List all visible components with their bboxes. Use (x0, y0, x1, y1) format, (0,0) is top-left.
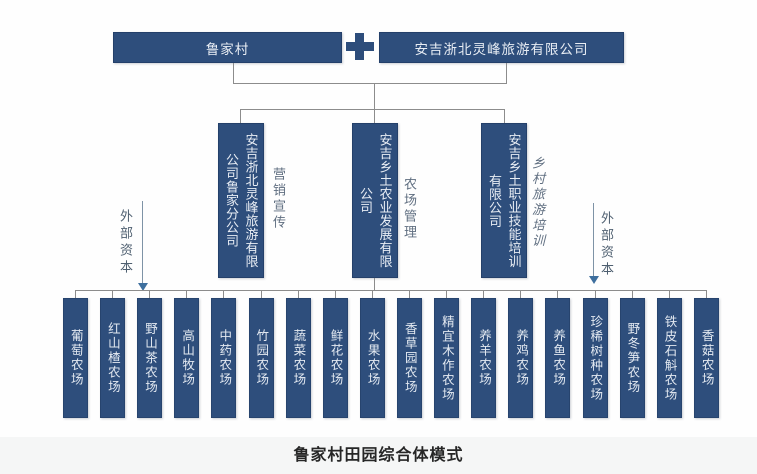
label-rural-tourism-training: 乡村旅游培训 (530, 156, 545, 249)
farm-box: 铁皮石斛农场 (656, 290, 682, 418)
connector-line (506, 63, 507, 83)
farm-box: 高山牧场 (174, 290, 200, 418)
connector-line (504, 109, 505, 123)
external-capital-right-label: 外部资本 (599, 211, 614, 279)
connector-line (374, 83, 375, 109)
bottom-band (0, 437, 757, 474)
mid-box-training-company-text: 安吉乡土职业技能培训 有限公司 (487, 133, 522, 268)
connector-line (374, 278, 375, 290)
farm-box: 葡萄农场 (63, 290, 88, 418)
mid-box-training-company: 安吉乡土职业技能培训 有限公司 (481, 123, 527, 278)
external-capital-arrow-right (593, 203, 594, 276)
farm-box: 香菇农场 (693, 290, 719, 418)
connector-line (233, 63, 234, 83)
farm-box: 中药农场 (211, 290, 237, 418)
farm-box: 香草园农场 (396, 290, 422, 418)
farm-box: 珍稀树种农场 (582, 290, 608, 418)
diagram-title: 鲁家村田园综合体模式 (293, 447, 464, 464)
arrow-down-icon (138, 283, 148, 291)
farm-box: 水果农场 (359, 290, 385, 418)
connector-line (233, 83, 507, 84)
farm-box: 野冬笋农场 (619, 290, 645, 418)
top-box-village-label: 鲁家村 (205, 41, 250, 57)
top-box-company-label: 安吉浙北灵峰旅游有限公司 (414, 41, 589, 57)
connector-line (240, 109, 505, 110)
arrow-down-icon (589, 276, 599, 284)
external-capital-arrow-left (142, 201, 143, 283)
farm-box: 野山茶农场 (137, 290, 163, 418)
label-farm-management: 农场管理 (402, 177, 417, 241)
mid-box-branch-company: 安吉浙北灵峰旅游有限 公司鲁家分公司 (218, 123, 264, 278)
farm-box: 养鸡农场 (508, 290, 534, 418)
mid-box-agriculture-company-text: 安吉乡土农业发展有限 公司 (358, 133, 393, 268)
farm-box: 养鱼农场 (545, 290, 571, 418)
connector-line (240, 109, 241, 123)
farm-row: 葡萄农场 红山楂农场 野山茶农场 高山牧场 中药农场 竹园农场 蔬菜农场 鲜花农… (63, 290, 719, 418)
farm-box: 养羊农场 (471, 290, 497, 418)
top-box-company: 安吉浙北灵峰旅游有限公司 (379, 32, 624, 63)
farm-box: 精宜木作农场 (434, 290, 460, 418)
connector-line (76, 290, 707, 291)
external-capital-left-label: 外部资本 (118, 209, 133, 277)
farm-box: 竹园农场 (248, 290, 274, 418)
plus-icon (345, 33, 375, 60)
farm-box: 蔬菜农场 (285, 290, 311, 418)
top-box-village: 鲁家村 (113, 32, 342, 63)
connector-line (374, 109, 375, 123)
mid-box-agriculture-company: 安吉乡土农业发展有限 公司 (352, 123, 398, 278)
farm-box: 红山楂农场 (100, 290, 126, 418)
label-marketing: 营销宣传 (271, 167, 286, 231)
mid-box-branch-company-text: 安吉浙北灵峰旅游有限 公司鲁家分公司 (224, 133, 259, 268)
farm-box: 鲜花农场 (322, 290, 348, 418)
